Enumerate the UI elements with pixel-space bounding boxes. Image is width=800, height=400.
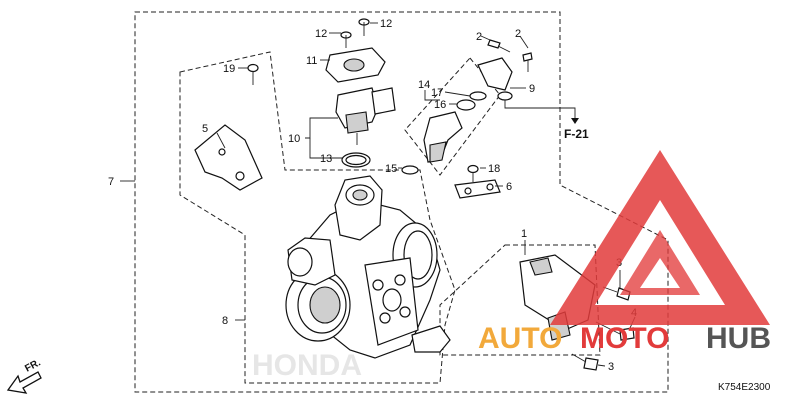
- watermark-hub: HUB: [706, 322, 771, 355]
- sensor-unit-frame: [439, 244, 601, 356]
- callout-5: 5: [202, 123, 208, 135]
- diagram-code: K754E2300: [718, 382, 771, 393]
- bracket-5: [194, 124, 263, 191]
- watermark-moto: MOTO: [580, 322, 669, 355]
- bolt-18: [467, 164, 479, 182]
- assembly-frame: [134, 11, 669, 393]
- callout-14: 14: [418, 79, 430, 91]
- callout-19: 19: [223, 63, 235, 75]
- air-control-valve: [335, 87, 396, 145]
- reference-arrow: [571, 118, 579, 124]
- reference-label: F-21: [564, 127, 589, 141]
- fuel-injector: [423, 111, 463, 163]
- honda-logo-text: HONDA: [252, 349, 362, 382]
- seal-16: [456, 99, 476, 111]
- callout-10: 10: [288, 133, 300, 145]
- callout-11: 11: [306, 55, 317, 67]
- callout-7: 7: [108, 176, 114, 188]
- front-direction-indicator: FR.: [6, 357, 43, 394]
- callout-17: 17: [431, 87, 443, 99]
- callout-9: 9: [529, 83, 535, 95]
- front-direction-label: FR.: [23, 357, 43, 374]
- watermark-auto: AUTO: [478, 322, 562, 355]
- watermark-triangle-icon: [550, 150, 770, 325]
- callout-12b: 12: [380, 18, 392, 30]
- throttle-body-group-frame: [179, 51, 456, 384]
- callout-15: 15: [385, 163, 397, 175]
- injector-plate-6: [454, 179, 501, 199]
- fuel-connector-9: [477, 57, 513, 101]
- sensor-cover-plate: [325, 47, 386, 83]
- screw-12a: [340, 31, 352, 48]
- bolt-19: [247, 63, 259, 85]
- o-ring-17: [469, 91, 487, 101]
- callout-1: 1: [521, 228, 527, 240]
- gasket: [411, 325, 451, 353]
- callout-12a: 12: [315, 28, 327, 40]
- throttle-body: [285, 175, 441, 359]
- callout-8: 8: [222, 315, 228, 327]
- callout-16: 16: [434, 99, 446, 111]
- callout-13: 13: [320, 153, 332, 165]
- callout-3b: 3: [608, 361, 614, 373]
- callout-6: 6: [506, 181, 512, 193]
- callout-2b: 2: [515, 28, 521, 40]
- watermark-logo: [550, 150, 770, 325]
- bolt-3b: [571, 353, 599, 371]
- screw-12b: [358, 18, 370, 36]
- leader-lines: [120, 22, 636, 367]
- o-ring-15: [401, 165, 419, 175]
- injector-group-frame: [404, 57, 501, 176]
- screw-2a: [487, 39, 511, 53]
- callout-18: 18: [488, 163, 500, 175]
- front-arrow-icon: [6, 371, 42, 394]
- screw-2b: [522, 52, 533, 72]
- callout-2a: 2: [476, 31, 482, 43]
